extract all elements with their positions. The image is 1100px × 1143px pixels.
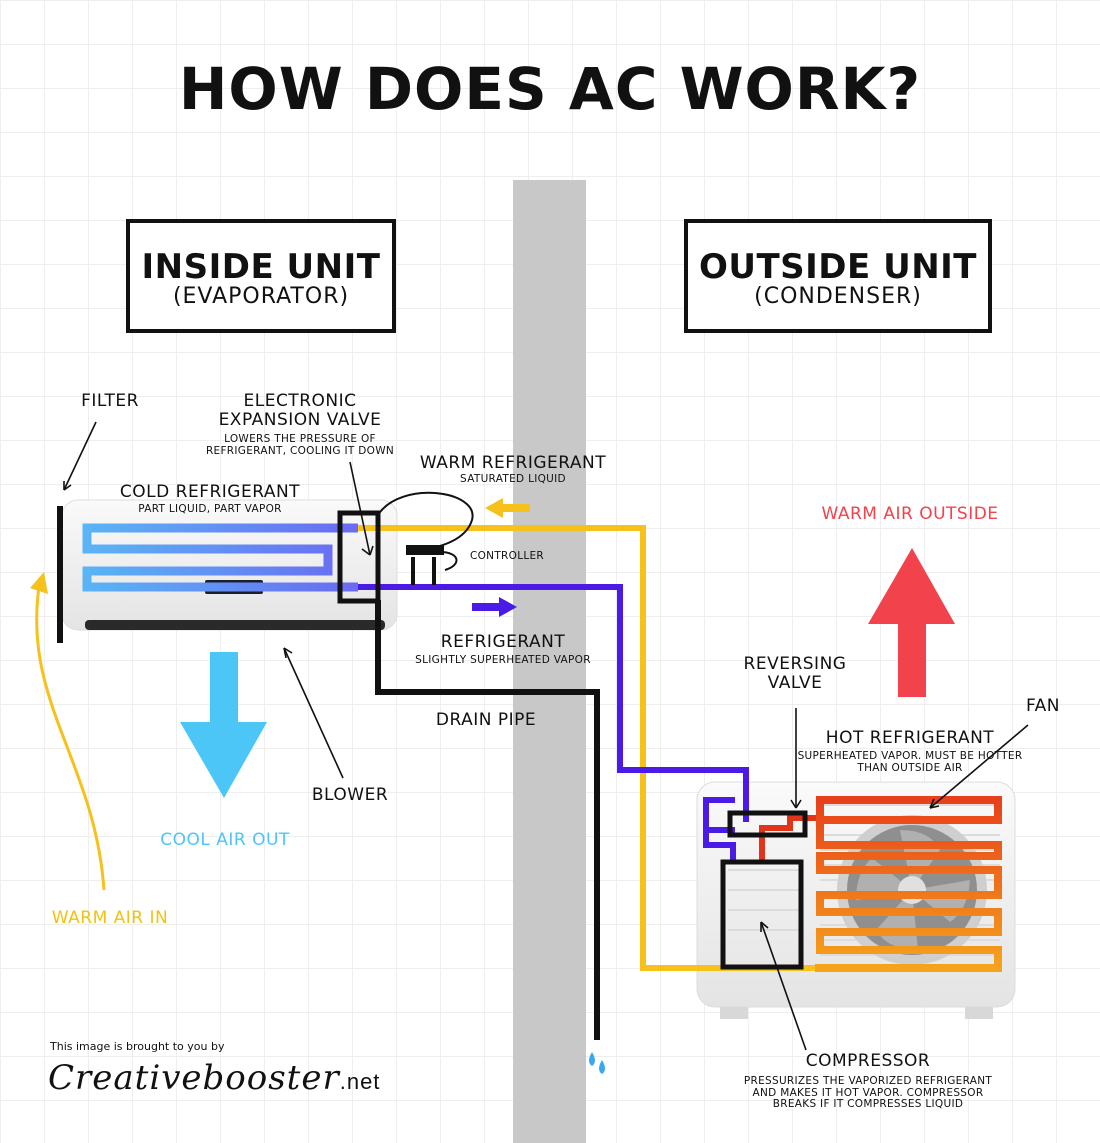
arrow-up-icon: [868, 548, 955, 697]
water-drop-icon: [589, 1052, 605, 1074]
credit-line: This image is brought to you by: [50, 1040, 225, 1053]
cold-refrigerant-desc: PART LIQUID, PART VAPOR: [138, 503, 282, 515]
drain-pipe-label: DRAIN PIPE: [435, 710, 537, 730]
inside-unit-subheading: (EVAPORATOR): [172, 284, 350, 309]
reversing-valve: [727, 810, 808, 838]
arrow-right-icon: [472, 597, 517, 617]
page-title: HOW DOES AC WORK?: [178, 55, 922, 123]
brand-tld: .net: [339, 1069, 381, 1094]
warm-air-in-arrowhead: [30, 572, 48, 594]
cold-refrigerant-label: COLD REFRIGERANT: [119, 482, 301, 502]
controller: [377, 491, 474, 585]
condenser-coil: [815, 796, 1002, 972]
expansion-valve: [337, 510, 381, 604]
brand-name: Creativebooster: [48, 1058, 340, 1098]
pointer-lines: [63, 421, 1029, 1051]
evaporator-coil: [82, 523, 358, 592]
blower-label: BLOWER: [311, 785, 389, 805]
warm-air-outside-label: WARM AIR OUTSIDE: [821, 504, 999, 524]
outside-unit-box: OUTSIDE UNIT (CONDENSER): [684, 219, 992, 333]
warm-air-in-label: WARM AIR IN: [51, 908, 169, 928]
indoor-unit: [61, 499, 398, 631]
expansion-valve-desc: LOWERS THE PRESSURE OF REFRIGERANT, COOL…: [205, 433, 395, 457]
reversing-valve-label: REVERSING VALVE: [743, 654, 847, 693]
warm-air-in-arrow: [35, 579, 106, 891]
arrow-down-icon: [180, 652, 267, 798]
inside-unit-heading: INSIDE UNIT: [141, 247, 381, 287]
outside-unit-heading: OUTSIDE UNIT: [698, 247, 978, 287]
inside-unit-box: INSIDE UNIT (EVAPORATOR): [126, 219, 396, 333]
warm-refrigerant-label: WARM REFRIGERANT: [419, 453, 607, 473]
warm-refrigerant-desc: SATURATED LIQUID: [460, 473, 566, 485]
compressor-inlet-line: [703, 830, 736, 862]
arrow-left-icon: [485, 498, 530, 518]
refrigerant-desc: SLIGHTLY SUPERHEATED VAPOR: [415, 654, 591, 666]
filter-label: FILTER: [81, 391, 139, 411]
outside-unit-subheading: (CONDENSER): [754, 284, 922, 309]
compressor-label: COMPRESSOR: [805, 1051, 931, 1071]
compressor-suction-line: [703, 797, 735, 833]
brand-logo: Creativebooster.net: [48, 1058, 380, 1098]
cool-air-out-label: COOL AIR OUT: [160, 830, 290, 850]
fan-icon: [837, 815, 987, 965]
refrigerant-label: REFRIGERANT: [440, 632, 566, 652]
fan-label: FAN: [1025, 696, 1061, 716]
drain-pipe: [375, 600, 600, 1040]
hot-refrigerant-desc: SUPERHEATED VAPOR. MUST BE HOTTER THAN O…: [797, 750, 1023, 774]
controller-label: CONTROLLER: [469, 550, 545, 562]
compressor-desc: PRESSURIZES THE VAPORIZED REFRIGERANT AN…: [743, 1075, 993, 1111]
wall: [513, 180, 586, 1143]
hot-discharge-line: [759, 815, 820, 862]
hot-refrigerant-label: HOT REFRIGERANT: [825, 728, 995, 748]
refrigerant-vapor-line: [358, 584, 749, 822]
compressor: [720, 859, 804, 970]
expansion-valve-label: ELECTRONIC EXPANSION VALVE: [218, 391, 382, 430]
